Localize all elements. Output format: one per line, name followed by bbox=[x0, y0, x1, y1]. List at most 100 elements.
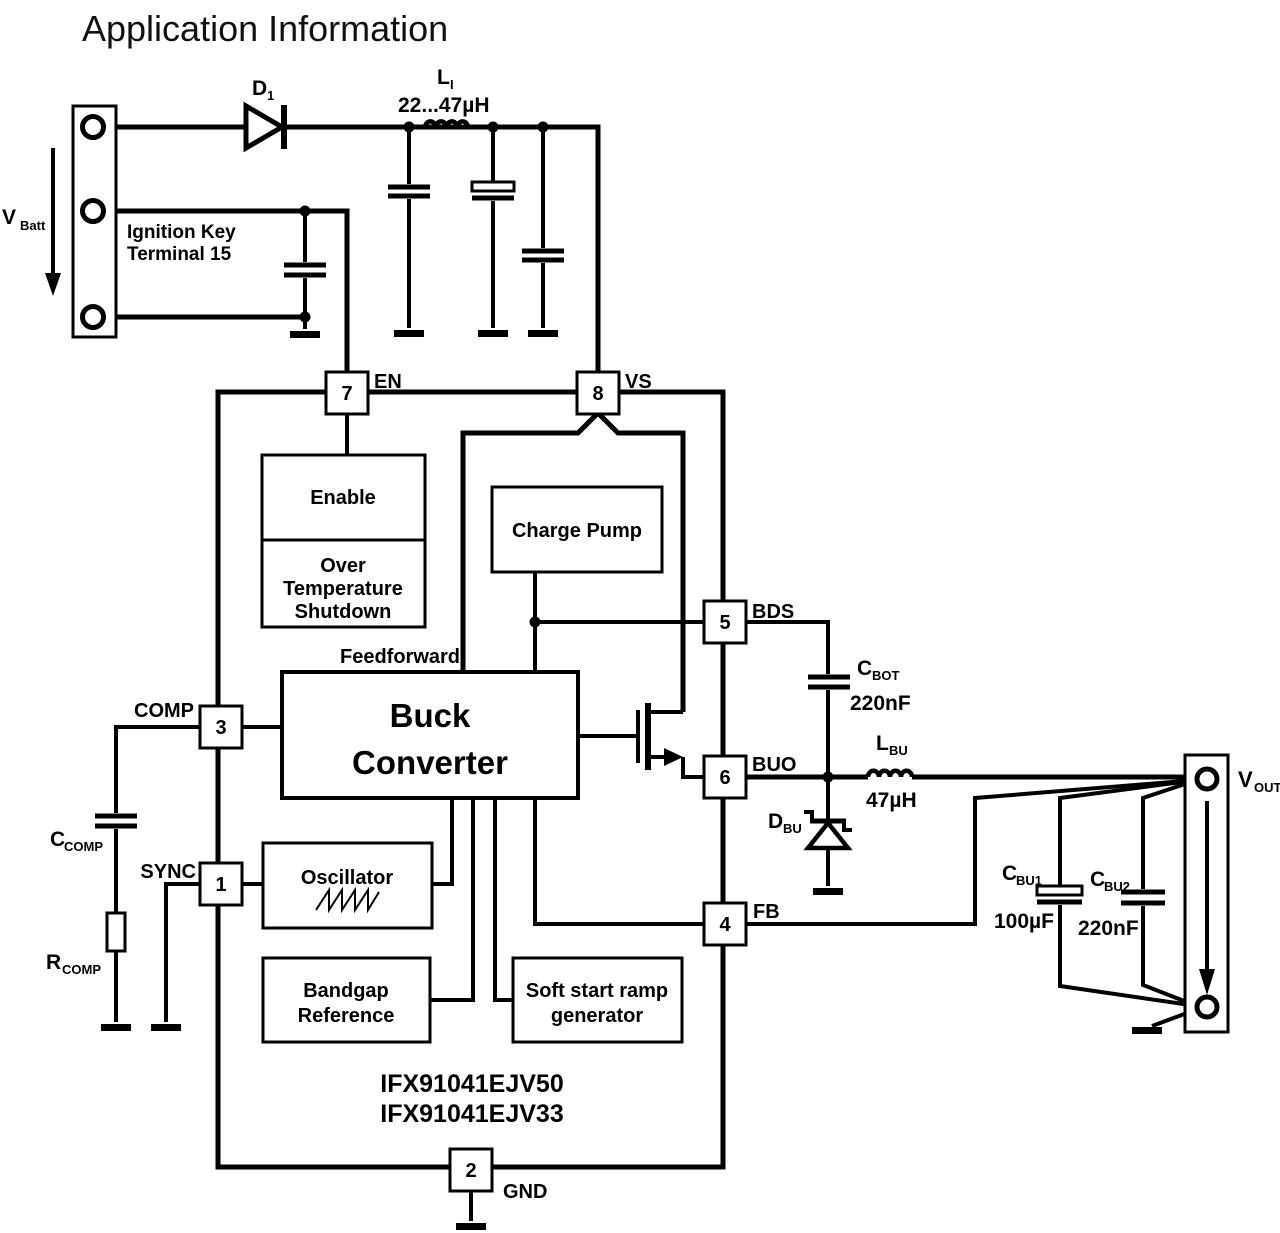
pin-8-number: 8 bbox=[592, 383, 603, 405]
vout-label: V bbox=[1238, 767, 1253, 792]
d1-diode-symbol bbox=[243, 101, 287, 153]
ignition-cap-ground bbox=[290, 331, 320, 338]
buck-label-line1: Buck bbox=[390, 697, 471, 734]
pin-7-number: 7 bbox=[341, 383, 352, 405]
vbatt-label-sub: Batt bbox=[20, 218, 46, 233]
vout-terminal-top bbox=[1194, 766, 1220, 792]
vbatt-label: V bbox=[2, 206, 16, 229]
gnd-pin-ground bbox=[456, 1223, 486, 1230]
battery-terminal-bottom bbox=[80, 304, 106, 330]
vs-rail-left bbox=[460, 411, 600, 672]
mosfet-source-to-pin6 bbox=[681, 757, 704, 779]
cap-c-ground bbox=[528, 330, 558, 337]
cbu1-value: 100µF bbox=[994, 910, 1054, 933]
pin-1-number: 1 bbox=[215, 874, 226, 896]
pin-1-box bbox=[198, 861, 244, 907]
ignition-key-label-line2: Terminal 15 bbox=[127, 244, 232, 265]
charge-pump-label: Charge Pump bbox=[512, 520, 642, 542]
ots-block-label-line3: Shutdown bbox=[295, 601, 392, 623]
cap-b-plate-top bbox=[470, 180, 516, 193]
bds-wire bbox=[746, 620, 830, 674]
dbu-label: D bbox=[768, 810, 783, 833]
vout-arrow-head bbox=[1199, 969, 1215, 995]
li-inductor-symbol bbox=[422, 119, 471, 128]
vout-ground bbox=[1132, 1027, 1162, 1034]
oscillator-label: Oscillator bbox=[301, 867, 393, 889]
part-number-2: IFX91041EJV33 bbox=[380, 1100, 563, 1128]
li-value: 22...47µH bbox=[398, 94, 490, 117]
pin-3-number: 3 bbox=[215, 717, 226, 739]
cbu1-wire-bottom bbox=[1058, 905, 1198, 1008]
cbu1-plate-top bbox=[1035, 884, 1084, 897]
sync-network bbox=[151, 882, 200, 1031]
pin-5-number: 5 bbox=[719, 612, 730, 634]
pin-6-box bbox=[702, 754, 748, 800]
vout-terminal-bottom bbox=[1194, 994, 1220, 1020]
junction-dot bbox=[537, 121, 549, 133]
vs-rail-right bbox=[596, 411, 686, 712]
pin-2-number: 2 bbox=[465, 1160, 476, 1182]
d1-label: D bbox=[252, 77, 267, 100]
bandgap-label-line1: Bandgap bbox=[303, 980, 389, 1002]
vout-connector: V OUT bbox=[1132, 753, 1280, 1034]
lbu-inductor-symbol bbox=[865, 768, 915, 778]
soft-start-label-line2: generator bbox=[551, 1005, 643, 1027]
pin-4-box bbox=[702, 901, 748, 947]
vout-label-sub: OUT bbox=[1254, 780, 1280, 795]
cbot-label-sub: BOT bbox=[872, 668, 900, 683]
output-stage: L BU 47µH bbox=[746, 732, 1197, 812]
pin-2-name: GND bbox=[503, 1181, 547, 1203]
rcomp-label: R bbox=[46, 951, 61, 974]
pin-6-name: BUO bbox=[752, 754, 796, 776]
ignition-en-wire bbox=[103, 208, 350, 372]
ccomp-label: C bbox=[50, 828, 65, 851]
sync-ground bbox=[151, 1024, 181, 1031]
lbu-label-sub: BU bbox=[889, 743, 908, 758]
dbu-ground bbox=[813, 888, 843, 895]
junction-dot bbox=[403, 121, 415, 133]
pin-7-name: EN bbox=[374, 371, 402, 393]
vbatt-indicator: V Batt bbox=[2, 148, 61, 296]
sync-wire bbox=[164, 882, 200, 1022]
bandgap-wire bbox=[430, 798, 475, 1002]
feedforward-label: Feedforward bbox=[340, 646, 460, 668]
dbu-schottky-hook-left bbox=[804, 810, 814, 820]
buck-label-line2: Converter bbox=[352, 744, 508, 781]
pin-7-box bbox=[324, 370, 370, 416]
ignition-key-label-line1: Ignition Key bbox=[127, 222, 236, 243]
cbu2-label: C bbox=[1090, 868, 1105, 891]
bootstrap-network: C BOT 220nF bbox=[746, 620, 911, 777]
comp-network: C COMP R COMP bbox=[46, 725, 200, 1031]
battery-terminal-middle bbox=[80, 198, 106, 224]
cbu2-wire-bottom bbox=[1141, 906, 1198, 1008]
input-filter-caps bbox=[388, 127, 564, 337]
battery-terminal-top bbox=[80, 114, 106, 140]
sawtooth-icon bbox=[315, 886, 380, 914]
cbu1-label-sub: BU1 bbox=[1016, 873, 1042, 888]
cap-a-ground bbox=[394, 330, 424, 337]
junction-dot bbox=[299, 205, 311, 217]
pin-8-name: VS bbox=[625, 371, 652, 393]
ic-internals: Enable Over Temperature Shutdown Charge … bbox=[242, 411, 704, 1128]
pin-5-box bbox=[702, 599, 748, 645]
pin-1-name: SYNC bbox=[140, 861, 196, 883]
cbot-value: 220nF bbox=[850, 692, 911, 715]
oscillator-block bbox=[261, 841, 434, 930]
junction-dot bbox=[299, 311, 311, 323]
enable-block-label: Enable bbox=[310, 487, 376, 509]
pin-8-box bbox=[575, 370, 621, 416]
cbu2-label-sub: BU2 bbox=[1104, 879, 1130, 894]
cbu2-value: 220nF bbox=[1078, 917, 1139, 940]
lbu-value: 47µH bbox=[866, 789, 917, 812]
ots-block bbox=[260, 538, 427, 629]
cbot-label: C bbox=[857, 657, 872, 680]
ots-block-label-line2: Temperature bbox=[283, 578, 403, 600]
li-label: L bbox=[437, 66, 450, 89]
d1-diode: D 1 bbox=[243, 77, 287, 153]
ccomp-label-sub: COMP bbox=[64, 839, 103, 854]
pin-4-number: 4 bbox=[719, 914, 731, 936]
pin-4-name: FB bbox=[753, 901, 780, 923]
soft-start-block bbox=[511, 956, 684, 1044]
lbu-label: L bbox=[876, 732, 889, 755]
